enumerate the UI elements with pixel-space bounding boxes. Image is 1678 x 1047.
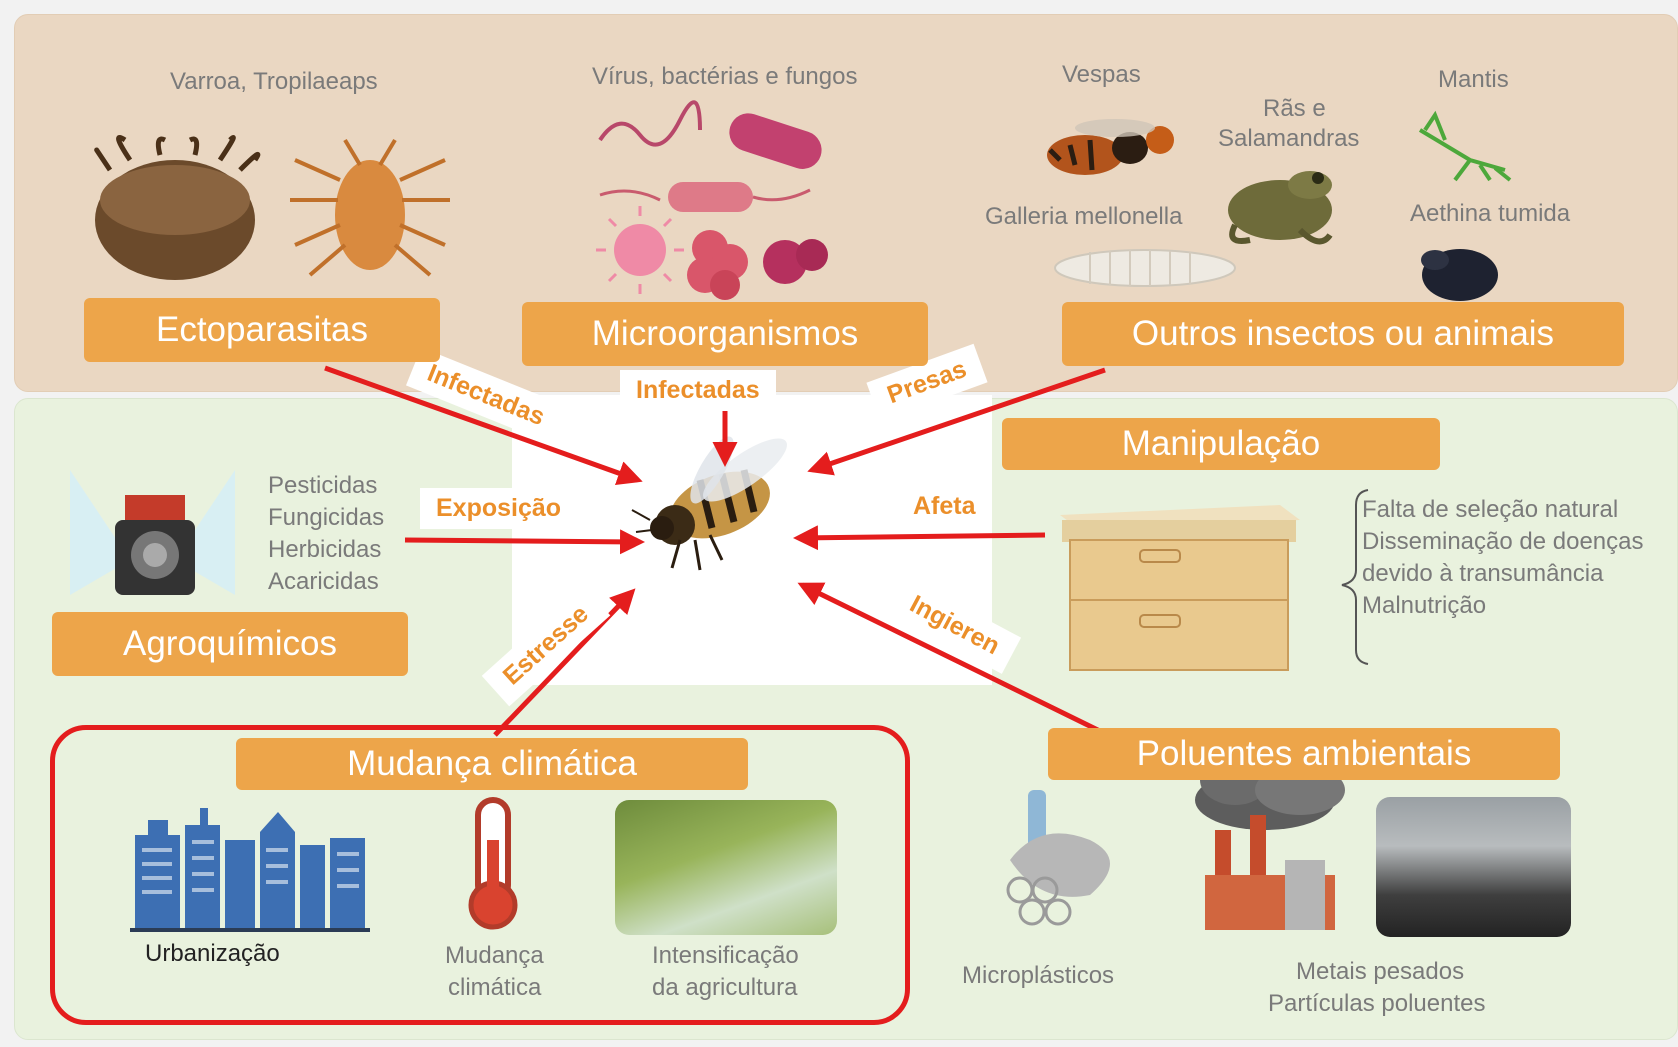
- handling-item-1: Falta de seleção natural: [1362, 494, 1618, 526]
- agri-label-line2: da agricultura: [652, 972, 797, 1004]
- arrow-label-infected-2: Infectadas: [620, 370, 776, 411]
- metals-label-line2: Partículas poluentes: [1268, 988, 1485, 1020]
- other-animals-box: Outros insectos ou animais: [1062, 302, 1624, 366]
- wasps-label: Vespas: [1062, 59, 1141, 91]
- ectoparasites-box: Ectoparasitas: [84, 298, 440, 362]
- climate-label-line1: Mudança: [445, 940, 544, 972]
- wax-moth-label: Galleria mellonella: [985, 201, 1182, 233]
- arrow-label-affects: Afeta: [897, 486, 992, 527]
- microorganisms-box: Microorganismos: [522, 302, 928, 366]
- metals-label-line1: Metais pesados: [1296, 956, 1464, 988]
- frogs-label-line2: Salamandras: [1218, 123, 1359, 155]
- handling-item-3: devido à transumância: [1362, 558, 1603, 590]
- mantis-label: Mantis: [1438, 64, 1509, 96]
- arrow-label-exposure: Exposição: [420, 488, 577, 529]
- mites-label: Varroa, Tropilaeaps: [170, 66, 378, 98]
- pollutants-box: Poluentes ambientais: [1048, 728, 1560, 780]
- agrochemicals-box: Agroquímicos: [52, 612, 408, 676]
- handling-item-2: Disseminação de doenças: [1362, 526, 1644, 558]
- microplastics-label: Microplásticos: [962, 960, 1114, 992]
- beetle-label: Aethina tumida: [1410, 198, 1570, 230]
- agri-label-line1: Intensificação: [652, 940, 799, 972]
- microbes-label: Vírus, bactérias e fungos: [592, 61, 857, 93]
- pesticides-label: Pesticidas: [268, 470, 377, 502]
- climate-change-box: Mudança climática: [236, 738, 748, 790]
- handling-item-4: Malnutrição: [1362, 590, 1486, 622]
- urbanization-label: Urbanização: [145, 938, 280, 970]
- acaricides-label: Acaricidas: [268, 566, 379, 598]
- herbicides-label: Herbicidas: [268, 534, 381, 566]
- frogs-label-line1: Rãs e: [1263, 93, 1326, 125]
- fungicides-label: Fungicidas: [268, 502, 384, 534]
- handling-box: Manipulação: [1002, 418, 1440, 470]
- climate-label-line2: climática: [448, 972, 541, 1004]
